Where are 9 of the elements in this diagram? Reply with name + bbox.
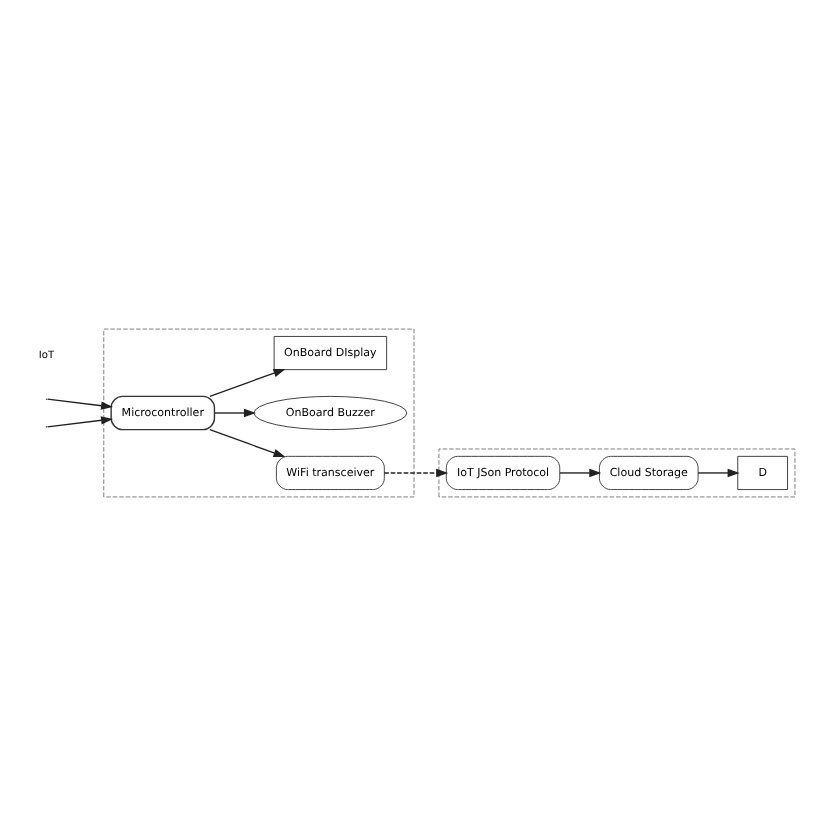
arrow (559, 467, 602, 477)
arrow (209, 428, 286, 457)
cluster (103, 327, 415, 497)
arrow (209, 367, 286, 396)
arrow (214, 407, 256, 417)
arrow (697, 467, 740, 477)
arrow (383, 467, 449, 477)
arrow (46, 397, 114, 409)
arrow (46, 415, 114, 427)
